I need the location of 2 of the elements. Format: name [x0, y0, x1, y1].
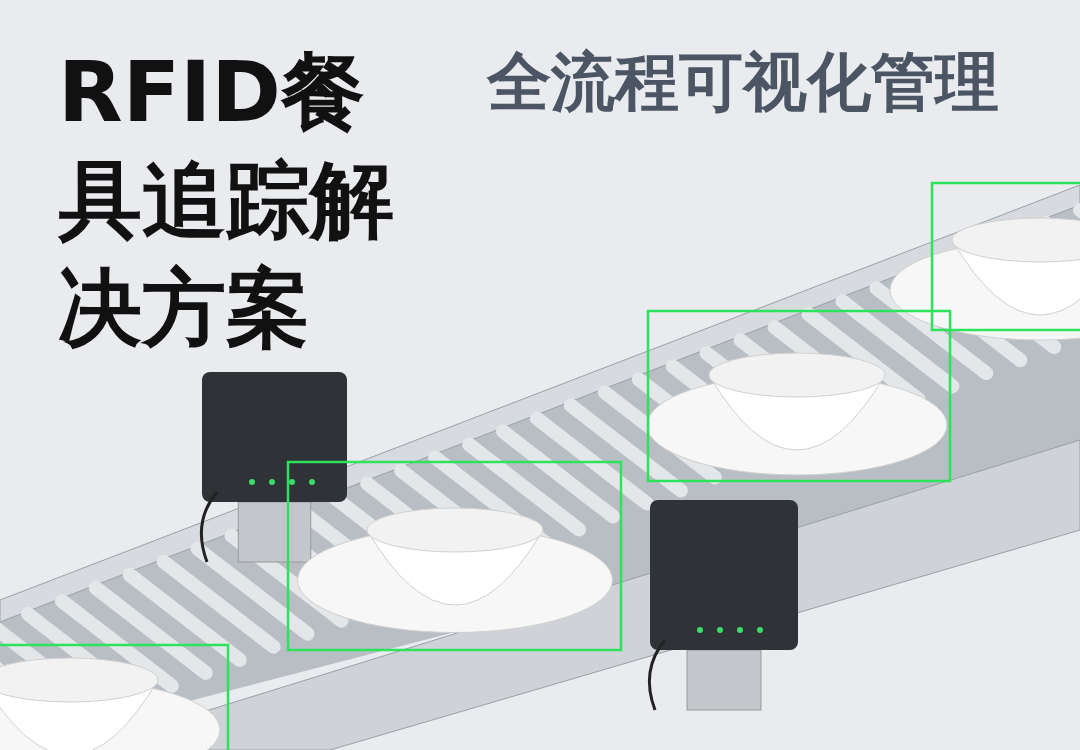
subtitle: 全流程可视化管理	[487, 44, 999, 121]
title: RFID餐具追踪解决方案	[58, 42, 395, 359]
